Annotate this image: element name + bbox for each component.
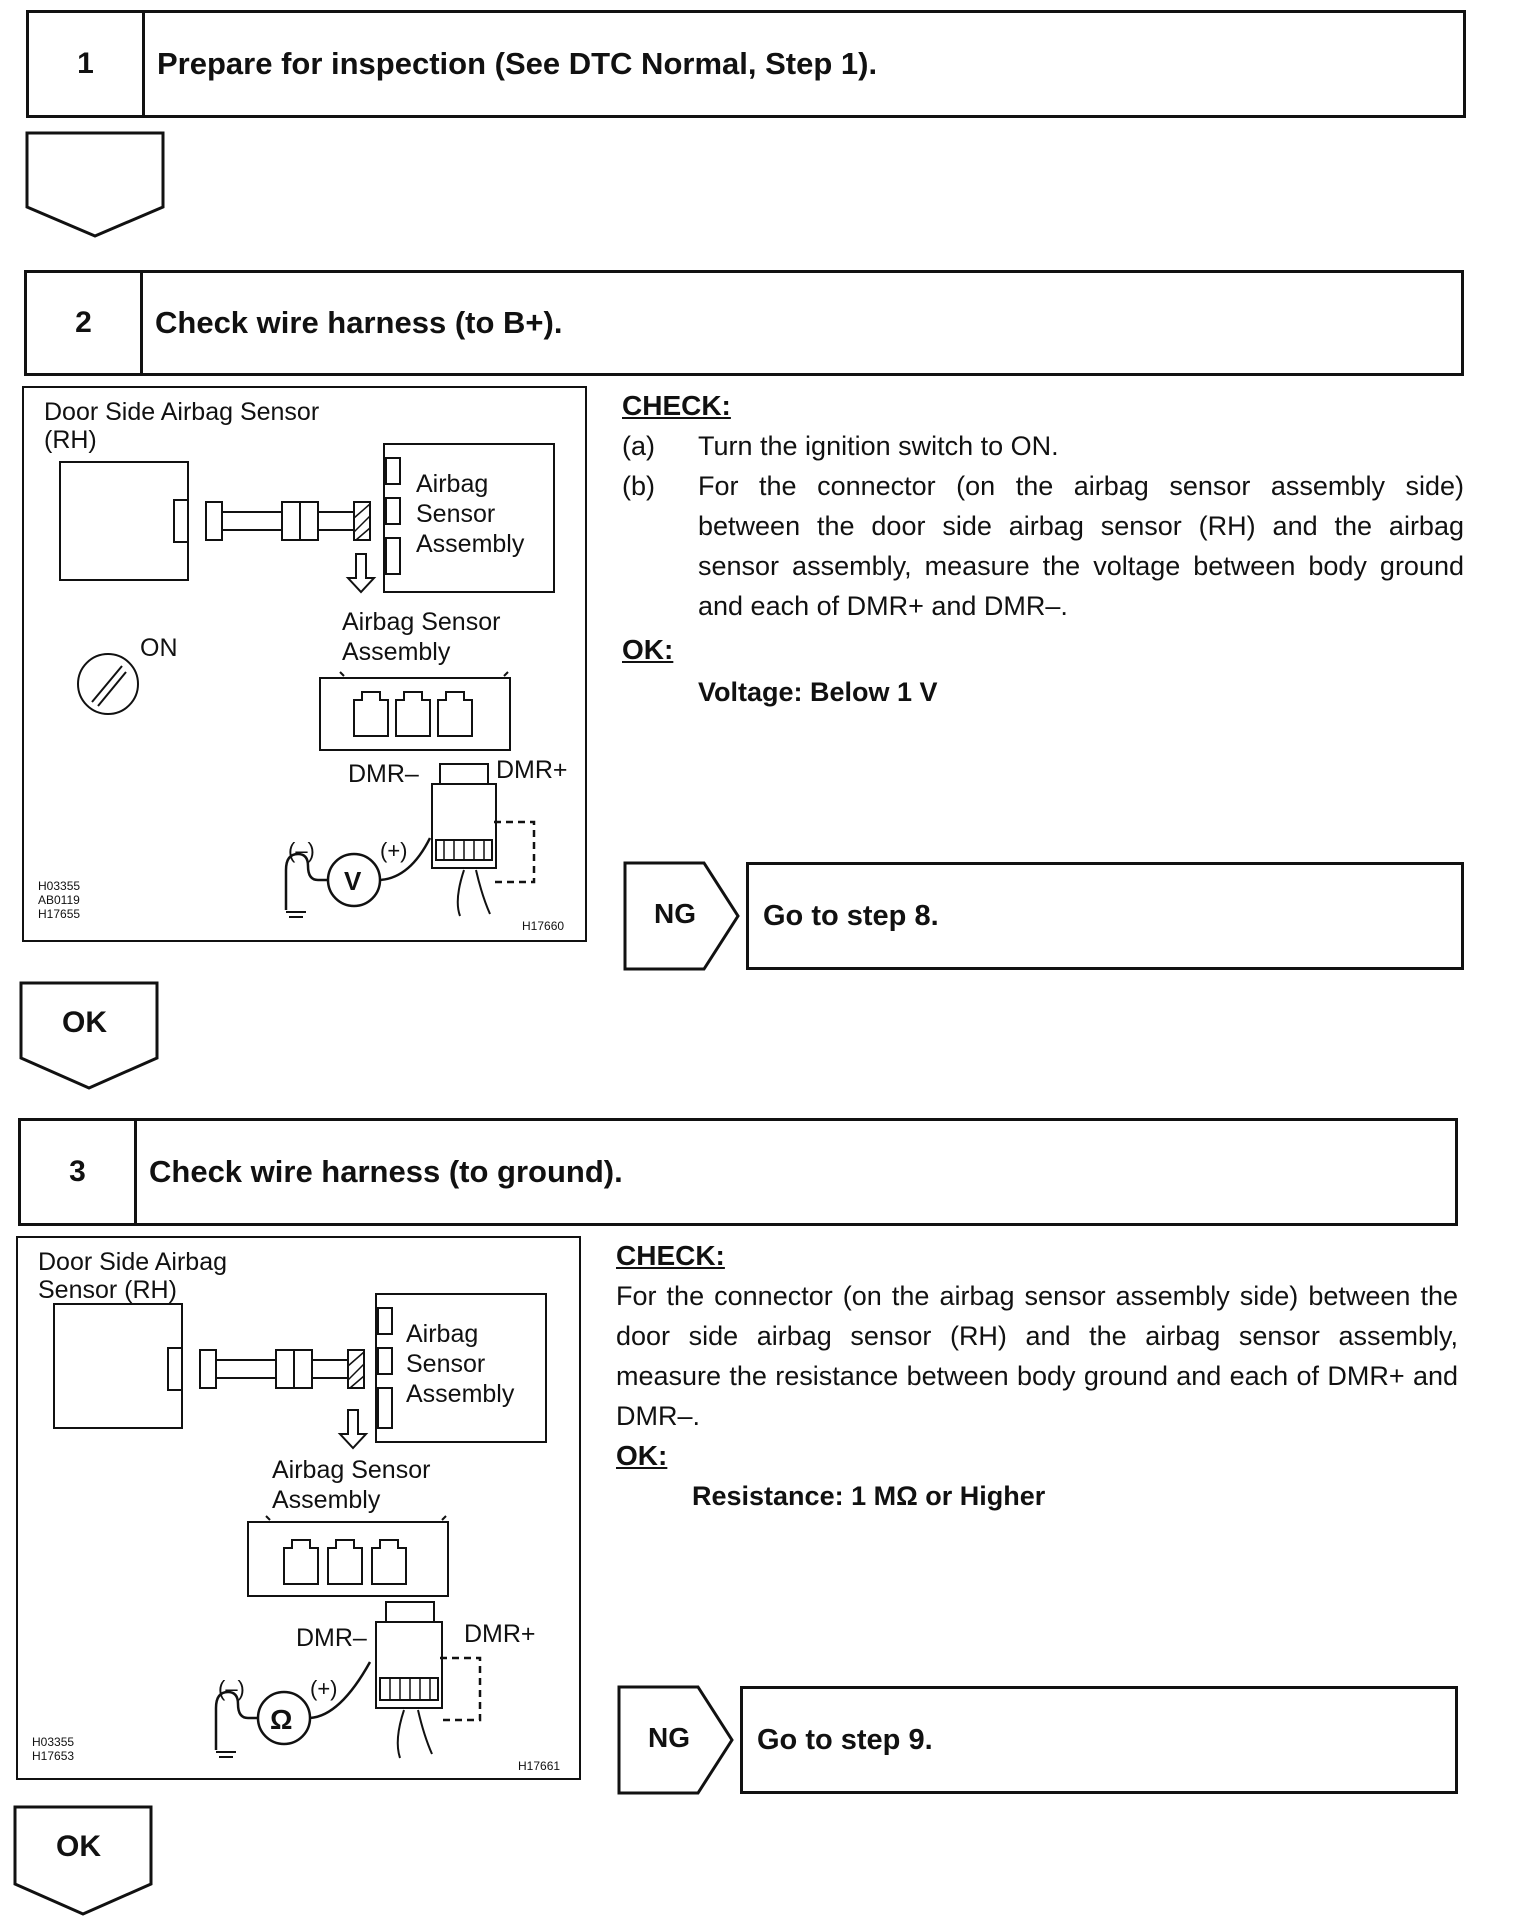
step-2-ng-action[interactable]: Go to step 8. bbox=[746, 862, 1464, 970]
svg-text:DMR–: DMR– bbox=[296, 1624, 367, 1652]
step-3-wiring-diagram: Door Side Airbag Sensor (RH) Airbag Sens… bbox=[32, 1248, 560, 1773]
check-title: CHECK: bbox=[622, 390, 731, 421]
svg-text:H17660: H17660 bbox=[522, 919, 564, 933]
check-item-b: (b) For the connector (on the airbag sen… bbox=[622, 471, 1464, 621]
step-2-number: 2 bbox=[27, 273, 143, 373]
svg-text:(+): (+) bbox=[310, 1676, 338, 1701]
check-title: CHECK: bbox=[616, 1240, 725, 1271]
svg-text:Ω: Ω bbox=[270, 1704, 292, 1735]
step-1-header: 1 Prepare for inspection (See DTC Normal… bbox=[26, 10, 1466, 118]
figure-title-1: Door Side Airbag Sensor bbox=[44, 398, 319, 426]
step-1-title: Prepare for inspection (See DTC Normal, … bbox=[157, 46, 878, 81]
door-side-airbag-sensor-box bbox=[59, 461, 189, 581]
svg-text:H03355: H03355 bbox=[38, 879, 80, 893]
svg-text:(–): (–) bbox=[218, 1676, 245, 1701]
step-1-number: 1 bbox=[29, 13, 145, 115]
svg-text:Airbag Sensor: Airbag Sensor bbox=[272, 1456, 430, 1484]
svg-text:ON: ON bbox=[140, 634, 178, 662]
step-2-ng-label: NG bbox=[654, 898, 696, 929]
svg-text:H17655: H17655 bbox=[38, 907, 80, 921]
svg-text:Assembly: Assembly bbox=[406, 1380, 515, 1408]
svg-text:V: V bbox=[344, 866, 362, 896]
svg-text:(+): (+) bbox=[380, 838, 408, 863]
ok-value: Resistance: 1 MΩ or Higher bbox=[692, 1481, 1046, 1511]
step-2-ok-label: OK bbox=[62, 1006, 107, 1039]
door-side-airbag-sensor-box bbox=[53, 1303, 183, 1429]
check-item-a: (a) Turn the ignition switch to ON. bbox=[622, 431, 1059, 461]
svg-text:Assembly: Assembly bbox=[416, 530, 525, 558]
step-2-title: Check wire harness (to B+). bbox=[155, 305, 563, 340]
svg-text:AB0119: AB0119 bbox=[38, 893, 80, 907]
step-3-ok-label: OK bbox=[56, 1830, 101, 1863]
svg-text:Assembly: Assembly bbox=[272, 1486, 381, 1514]
airbag-sensor-assembly-box bbox=[383, 443, 555, 593]
svg-text:Airbag Sensor: Airbag Sensor bbox=[342, 608, 500, 636]
assembly-connector bbox=[247, 1521, 449, 1597]
svg-text:Sensor (RH): Sensor (RH) bbox=[38, 1276, 177, 1304]
step-3-ng-tag bbox=[617, 1685, 734, 1795]
svg-text:Sensor: Sensor bbox=[416, 500, 495, 528]
step-2-check-block: CHECK: (a) Turn the ignition switch to O… bbox=[622, 386, 1464, 712]
step-3-ng-action[interactable]: Go to step 9. bbox=[740, 1686, 1458, 1794]
svg-text:H17661: H17661 bbox=[518, 1759, 560, 1773]
ok-label: OK: bbox=[616, 1440, 668, 1471]
step-3-number: 3 bbox=[21, 1121, 137, 1223]
step-3-check-block: CHECK: For the connector (on the airbag … bbox=[616, 1236, 1458, 1516]
step-3-ok-arrow bbox=[13, 1805, 153, 1916]
step-2-wiring-diagram: Door Side Airbag Sensor (RH) Airbag Sens… bbox=[38, 398, 568, 933]
step-2-ng-tag bbox=[623, 861, 740, 971]
airbag-sensor-assembly-box bbox=[375, 1293, 547, 1443]
step-3-title: Check wire harness (to ground). bbox=[149, 1154, 623, 1189]
svg-text:DMR–: DMR– bbox=[348, 760, 419, 788]
svg-text:(–): (–) bbox=[288, 838, 315, 863]
step-3-figure: Door Side Airbag Sensor (RH) Airbag Sens… bbox=[16, 1236, 581, 1780]
step-3-header: 3 Check wire harness (to ground). bbox=[18, 1118, 1458, 1226]
step-2-figure: Door Side Airbag Sensor (RH) Airbag Sens… bbox=[22, 386, 587, 942]
step-1-continue-arrow bbox=[25, 131, 165, 238]
svg-text:H17653: H17653 bbox=[32, 1749, 74, 1763]
svg-text:Assembly: Assembly bbox=[342, 638, 451, 666]
svg-text:DMR+: DMR+ bbox=[496, 756, 568, 784]
step-2-ok-arrow bbox=[19, 981, 159, 1090]
ok-value: Voltage: Below 1 V bbox=[698, 677, 938, 707]
svg-text:Door Side Airbag: Door Side Airbag bbox=[38, 1248, 227, 1276]
svg-text:H03355: H03355 bbox=[32, 1735, 74, 1749]
ok-label: OK: bbox=[622, 634, 674, 665]
check-text: For the connector (on the airbag sensor … bbox=[616, 1281, 1458, 1431]
figure-title-2: (RH) bbox=[44, 426, 97, 454]
svg-text:Sensor: Sensor bbox=[406, 1350, 485, 1378]
svg-text:Airbag: Airbag bbox=[416, 470, 488, 498]
svg-text:DMR+: DMR+ bbox=[464, 1620, 536, 1648]
svg-text:Airbag: Airbag bbox=[406, 1320, 478, 1348]
step-3-ng-label: NG bbox=[648, 1722, 690, 1753]
step-2-header: 2 Check wire harness (to B+). bbox=[24, 270, 1464, 376]
